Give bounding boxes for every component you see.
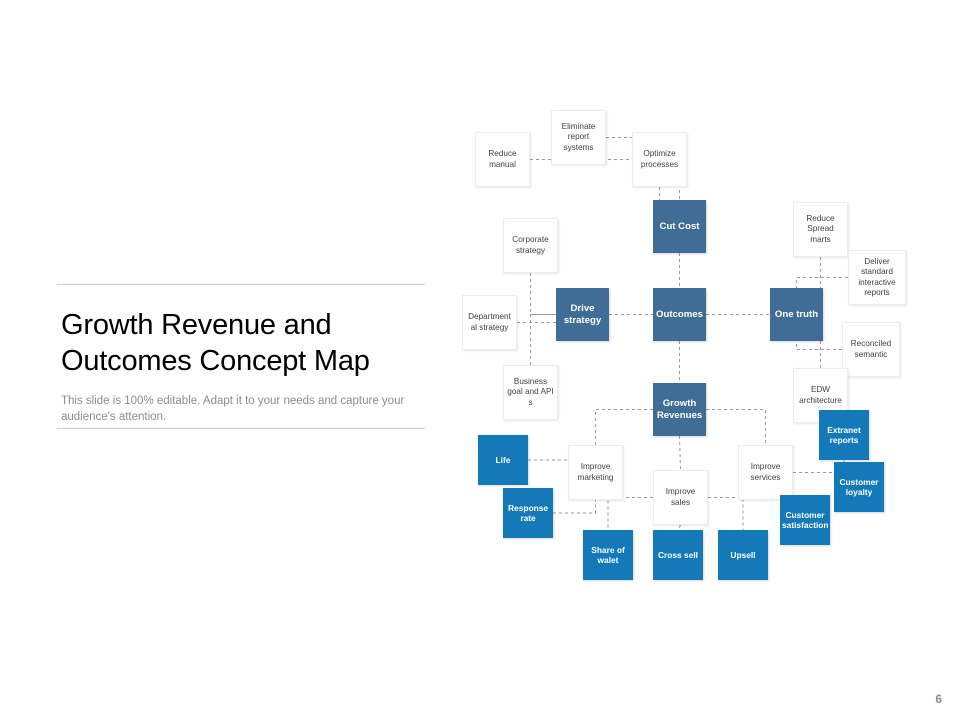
node-customer-satisfaction[interactable]: Customer satisfaction [780, 495, 830, 545]
node-drive-strategy[interactable]: Drive strategy [556, 288, 609, 341]
divider-bottom [57, 428, 425, 429]
node-label: One truth [774, 308, 819, 320]
node-label: Department al strategy [468, 312, 511, 332]
node-label: Growth Revenues [656, 398, 703, 421]
node-customer-loyalty[interactable]: Customer loyalty [834, 462, 884, 512]
connector-growth-revenues-to-improve-marketing [595, 409, 653, 445]
divider-top [57, 284, 425, 285]
connector-deliver-standard-to-one-truth [796, 277, 848, 288]
node-reduce-spread-marts[interactable]: Reduce Spread marts [793, 202, 848, 257]
node-label: Business goal and API s [507, 376, 554, 407]
node-improve-sales[interactable]: Improve sales [653, 470, 708, 525]
node-deliver-standard[interactable]: Deliver standard interactive reports [848, 250, 906, 305]
node-label: Improve services [750, 462, 781, 482]
connector-reconciled-semantic-to-one-truth [796, 341, 842, 350]
node-label: EDW architecture [799, 385, 842, 405]
node-label: Eliminate report systems [561, 121, 596, 152]
node-label: Reduce Spread marts [806, 213, 835, 244]
node-label: Improve sales [665, 487, 696, 507]
node-improve-marketing[interactable]: Improve marketing [568, 445, 623, 500]
node-label: Drive strategy [563, 303, 602, 326]
connector-growth-revenues-to-improve-services [706, 409, 766, 445]
title-block: Growth Revenue and Outcomes Concept Map … [57, 284, 425, 441]
node-cut-cost[interactable]: Cut Cost [653, 200, 706, 253]
page-number: 6 [935, 692, 942, 706]
node-corporate-strategy[interactable]: Corporate strategy [503, 218, 558, 273]
node-label: Reduce manual [488, 149, 517, 169]
node-reconciled-semantic[interactable]: Reconciled semantic [842, 322, 900, 377]
node-upsell[interactable]: Upsell [718, 530, 768, 580]
connector-improve-sales-to-share-of-walet [607, 497, 653, 530]
node-label: Response rate [507, 502, 549, 524]
connector-corporate-strategy-to-drive-strategy [530, 273, 556, 315]
connector-response-rate-to-improve-marketing [553, 500, 596, 514]
node-extranet-reports[interactable]: Extranet reports [819, 410, 869, 460]
node-improve-services[interactable]: Improve services [738, 445, 793, 500]
page-title: Growth Revenue and Outcomes Concept Map [61, 309, 370, 377]
node-label: Reconciled semantic [850, 339, 892, 359]
node-cross-sell[interactable]: Cross sell [653, 530, 703, 580]
node-outcomes[interactable]: Outcomes [653, 288, 706, 341]
connector-growth-revenues-to-improve-sales [679, 435, 681, 471]
connector-improve-sales-to-upsell [708, 497, 744, 530]
node-eliminate-report[interactable]: Eliminate report systems [551, 110, 606, 165]
node-label: Cross sell [657, 549, 699, 560]
node-label: Cut Cost [659, 220, 700, 232]
node-label: Customer loyalty [839, 476, 879, 498]
page-subtitle: This slide is 100% editable. Adapt it to… [61, 395, 405, 423]
node-label: Deliver standard interactive reports [858, 256, 896, 298]
node-label: Outcomes [656, 308, 703, 320]
node-optimize-processes[interactable]: Optimize processes [632, 132, 687, 187]
node-life[interactable]: Life [478, 435, 528, 485]
node-label: Extranet reports [827, 424, 861, 446]
node-label: Corporate strategy [512, 235, 549, 255]
connector-business-goal-apis-to-drive-strategy [530, 314, 556, 365]
node-share-of-walet[interactable]: Share of walet [583, 530, 633, 580]
node-response-rate[interactable]: Response rate [503, 488, 553, 538]
connector-reduce-spread-marts-to-one-truth [820, 257, 823, 315]
node-label: Improve marketing [577, 462, 614, 482]
node-departmental-strategy[interactable]: Department al strategy [462, 295, 517, 350]
node-label: Customer satisfaction [782, 509, 829, 531]
node-growth-revenues[interactable]: Growth Revenues [653, 383, 706, 436]
node-label: Share of walet [591, 544, 625, 566]
node-one-truth[interactable]: One truth [770, 288, 823, 341]
node-business-goal-apis[interactable]: Business goal and API s [503, 365, 558, 420]
node-label: Upsell [730, 549, 756, 560]
node-reduce-manual[interactable]: Reduce manual [475, 132, 530, 187]
connector-improve-sales-to-cross-sell [677, 524, 681, 531]
node-label: Optimize processes [640, 149, 679, 169]
node-label: Life [495, 454, 511, 465]
